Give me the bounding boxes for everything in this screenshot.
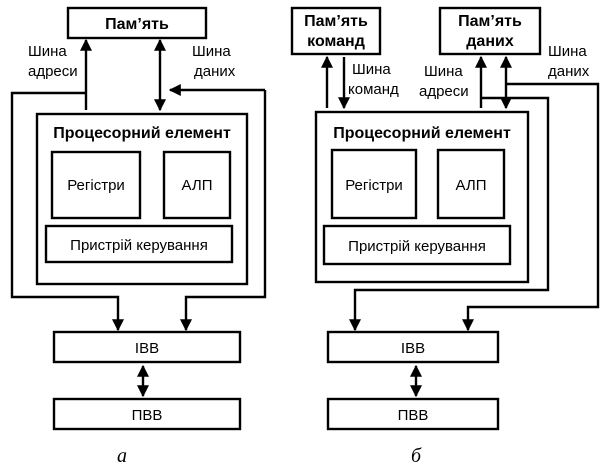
diagram-b: Пам’ять команд Пам’ять даних Шина команд… [290, 6, 600, 467]
processing-element-label: Процесорний елемент [53, 125, 231, 142]
control-unit-label: Пристрій керування [348, 238, 486, 255]
alu-box [162, 150, 232, 220]
instruction-memory-label-2: команд [307, 33, 365, 50]
registers-box [50, 150, 142, 220]
pbb-label: ПВВ [132, 407, 163, 424]
caption-a: а [117, 445, 127, 467]
memory-box [66, 6, 208, 40]
caption-b: б [411, 445, 422, 467]
data-bus-label-2: даних [194, 63, 236, 80]
data-bus-label-1: Шина [548, 43, 587, 60]
control-unit-box [44, 224, 234, 264]
processing-element-label: Процесорний елемент [333, 125, 511, 142]
address-bus-label-1: Шина [28, 43, 67, 60]
address-bus-label-2: адреси [28, 63, 78, 80]
alu-box [436, 148, 506, 220]
registers-label: Регістри [67, 177, 125, 194]
registers-label: Регістри [345, 177, 403, 194]
data-bus-label-1: Шина [192, 43, 231, 60]
pbb-label: ПВВ [398, 407, 429, 424]
memory-label: Пам’ять [105, 16, 169, 33]
alu-label: АЛП [456, 177, 487, 194]
control-unit-label: Пристрій керування [70, 237, 208, 254]
data-bus-line [462, 82, 600, 332]
data-memory-label-2: даних [466, 33, 514, 50]
pbb-box [52, 397, 242, 431]
data-memory-label-1: Пам’ять [458, 13, 522, 30]
instruction-bus-label-2: команд [348, 81, 399, 98]
pbb-box [326, 397, 500, 431]
ibb-box [52, 330, 242, 364]
address-bus-line [10, 91, 124, 332]
registers-box [330, 148, 418, 220]
data-memory-box [438, 6, 542, 56]
data-bus-label-2: даних [548, 63, 590, 80]
control-unit-box [322, 224, 512, 266]
diagram-a: Пам’ять Шина адреси Шина даних Процесорн… [10, 6, 267, 467]
ibb-label: ІВВ [401, 340, 425, 357]
address-bus-label-2: адреси [419, 83, 469, 100]
data-bus-line [180, 90, 267, 332]
alu-label: АЛП [182, 177, 213, 194]
ibb-label: ІВВ [135, 340, 159, 357]
address-bus-label-1: Шина [424, 63, 463, 80]
instruction-memory-box [290, 6, 382, 56]
instruction-bus-label-1: Шина [352, 61, 391, 78]
ibb-box [326, 330, 500, 364]
address-bus-line [349, 96, 550, 332]
instruction-memory-label-1: Пам’ять [304, 13, 368, 30]
